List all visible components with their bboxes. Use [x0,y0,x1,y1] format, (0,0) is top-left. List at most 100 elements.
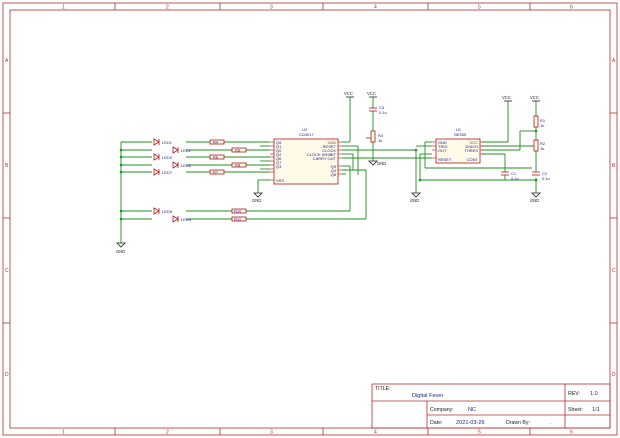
svg-text:CLOCK: CLOCK [322,148,336,153]
row-label-a-right: A [612,58,616,64]
svg-text:Q6: Q6 [276,156,282,161]
col-label-3: 3 [270,5,273,11]
svg-text:R3: R3 [378,133,384,138]
capacitor-c1: C1 0.1u [501,171,519,181]
company-value: NC [468,407,476,413]
resistor-r2: R2 1k [533,139,546,152]
resistor-r8: R8 [231,162,247,168]
col-label-4-bottom: 4 [374,430,377,436]
svg-text:R1: R1 [540,118,546,123]
svg-text:GND: GND [377,161,386,166]
svg-text:VCC: VCC [502,95,511,100]
col-label-6: 6 [570,5,573,11]
svg-text:Q5: Q5 [276,140,282,145]
svg-text:R10: R10 [234,208,242,213]
col-label-1-bottom: 1 [62,430,65,436]
led-3: LED3 [153,153,173,161]
svg-text:VCC: VCC [470,140,479,145]
resistor-r1: R1 1k [533,115,546,128]
company-label: Company: [430,407,454,413]
svg-text:1k: 1k [378,138,382,143]
resistor-r11: R11 [231,216,247,222]
svg-text:Q7: Q7 [276,160,282,165]
resistor-r5: R5 [231,147,247,153]
svg-text:LED8: LED8 [162,209,173,214]
svg-text:GND: GND [530,198,539,203]
sheet-label: Sheet: [568,407,583,413]
svg-text:Q9: Q9 [331,164,337,169]
inner-border [9,9,611,429]
svg-text:R7: R7 [213,169,219,174]
svg-text:VSS: VSS [276,178,284,183]
svg-text:R8: R8 [235,162,241,167]
row-label-d-right: D [612,372,616,378]
row-label-b-right: B [612,163,616,169]
svg-text:Q3: Q3 [276,164,282,169]
svg-text:U1: U1 [456,127,462,132]
svg-text:CLOCK INHIBIT: CLOCK INHIBIT [307,152,337,157]
ic-u2-cd4017: U2 CD4017 Q5 Q1 Q0 Q2 Q6 Q7 Q3 VSS VDD R… [270,127,342,185]
sheet-value: 1/1 [592,407,600,413]
resistor-r10: R10 [231,208,247,214]
led-7: LED7 [153,168,173,176]
column-ticks [3,3,617,435]
svg-text:CARRY OUT: CARRY OUT [313,156,337,161]
row-label-d: D [5,372,9,378]
svg-text:R11: R11 [234,216,242,221]
svg-text:RESET: RESET [323,144,337,149]
svg-text:LED7: LED7 [162,170,173,175]
col-label-4: 4 [374,5,377,11]
led-6: LED6 [172,161,192,169]
row-label-c-right: C [612,268,616,274]
resistor-r3: R3 1k [370,130,384,143]
svg-text:C3: C3 [379,105,385,110]
svg-text:R4: R4 [213,139,219,144]
svg-text:TRIG: TRIG [438,144,448,149]
col-label-2-bottom: 2 [166,430,169,436]
capacitor-c2: C2 0.1u [532,171,550,181]
led-8: LED8 [153,207,173,215]
svg-text:LED3: LED3 [162,155,173,160]
gnd-symbol-r3: GND [368,160,386,166]
row-label-c: C [5,268,9,274]
svg-text:GND: GND [116,249,125,254]
vcc-symbol-r1: VCC [530,95,540,102]
svg-text:0.1u: 0.1u [511,176,519,181]
svg-text:LED1: LED1 [162,140,173,145]
col-label-5: 5 [478,5,481,11]
gnd-symbol-u2: GND [252,192,263,203]
svg-text:Q4: Q4 [331,168,337,173]
resistor-r7: R7 [209,169,225,175]
led-9: LED9 [172,215,192,223]
svg-text:R2: R2 [540,141,546,146]
col-label-2: 2 [166,5,169,11]
svg-text:Q0: Q0 [276,148,282,153]
svg-text:C2: C2 [542,171,548,176]
svg-text:0.1u: 0.1u [542,176,550,181]
svg-text:VDD: VDD [328,140,337,145]
rev-value: 1.0 [590,391,598,397]
capacitor-c3: C3 0.1u [369,105,387,115]
wires [120,97,537,243]
title-block: TITLE: Digital Fever REV: 1.0 Company: N… [371,383,611,429]
date-label: Date: [430,420,442,426]
svg-text:GND: GND [410,198,419,203]
svg-text:1k: 1k [540,146,544,151]
svg-text:LED9: LED9 [181,217,192,222]
gnd-symbol-c2: GND [530,192,541,203]
title-label: TITLE: [375,386,391,392]
drawn-by-label: Drawn By: [506,420,530,426]
svg-text:VCC: VCC [344,91,353,96]
svg-text:RESET: RESET [438,157,452,162]
rev-label: REV: [568,391,580,397]
led-2: LED2 [172,146,192,154]
gnd-symbol-u1: GND [410,192,421,203]
svg-text:THRES: THRES [464,148,478,153]
svg-text:U2: U2 [302,127,308,132]
led-1: LED1 [153,138,173,146]
resistor-r6: R6 [209,154,225,160]
col-label-5-bottom: 5 [478,430,481,436]
resistor-r4: R4 [209,139,225,145]
drawn-by-value: . [550,420,552,426]
